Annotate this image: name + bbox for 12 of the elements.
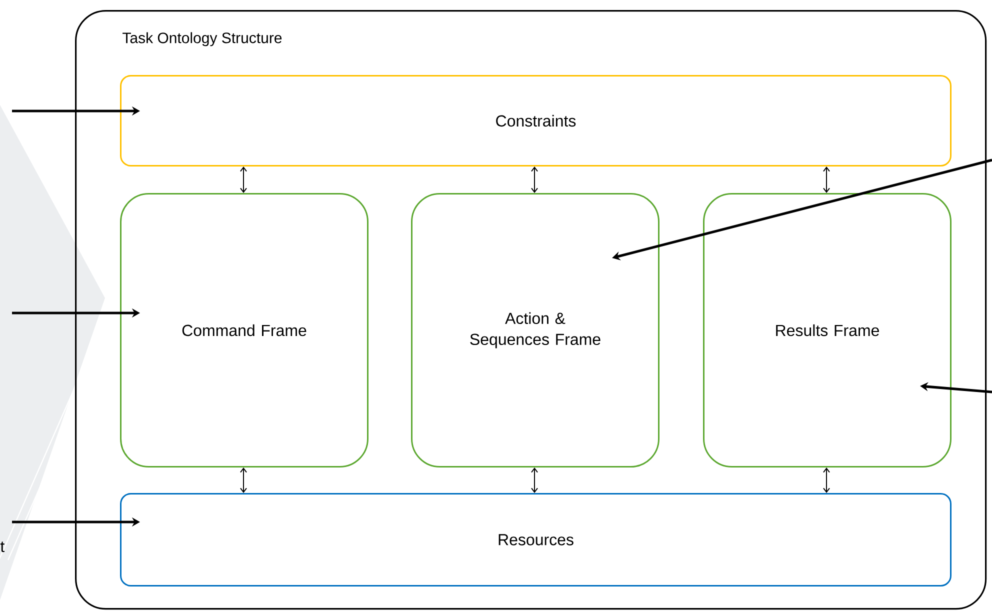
double-arrow: [531, 166, 538, 193]
cut-text: t: [0, 542, 5, 552]
double-arrow: [823, 468, 830, 493]
double-arrow: [531, 468, 538, 493]
double-arrow: [240, 468, 247, 493]
frame-box: Results Frame: [703, 193, 952, 468]
double-arrow: [823, 166, 830, 193]
frame-box: Action & Sequences Frame: [411, 193, 660, 468]
layer-box: Constraints: [120, 75, 952, 166]
layer-box: Resources: [120, 493, 952, 586]
frame-box: Command Frame: [120, 193, 368, 468]
double-arrow: [240, 166, 247, 193]
